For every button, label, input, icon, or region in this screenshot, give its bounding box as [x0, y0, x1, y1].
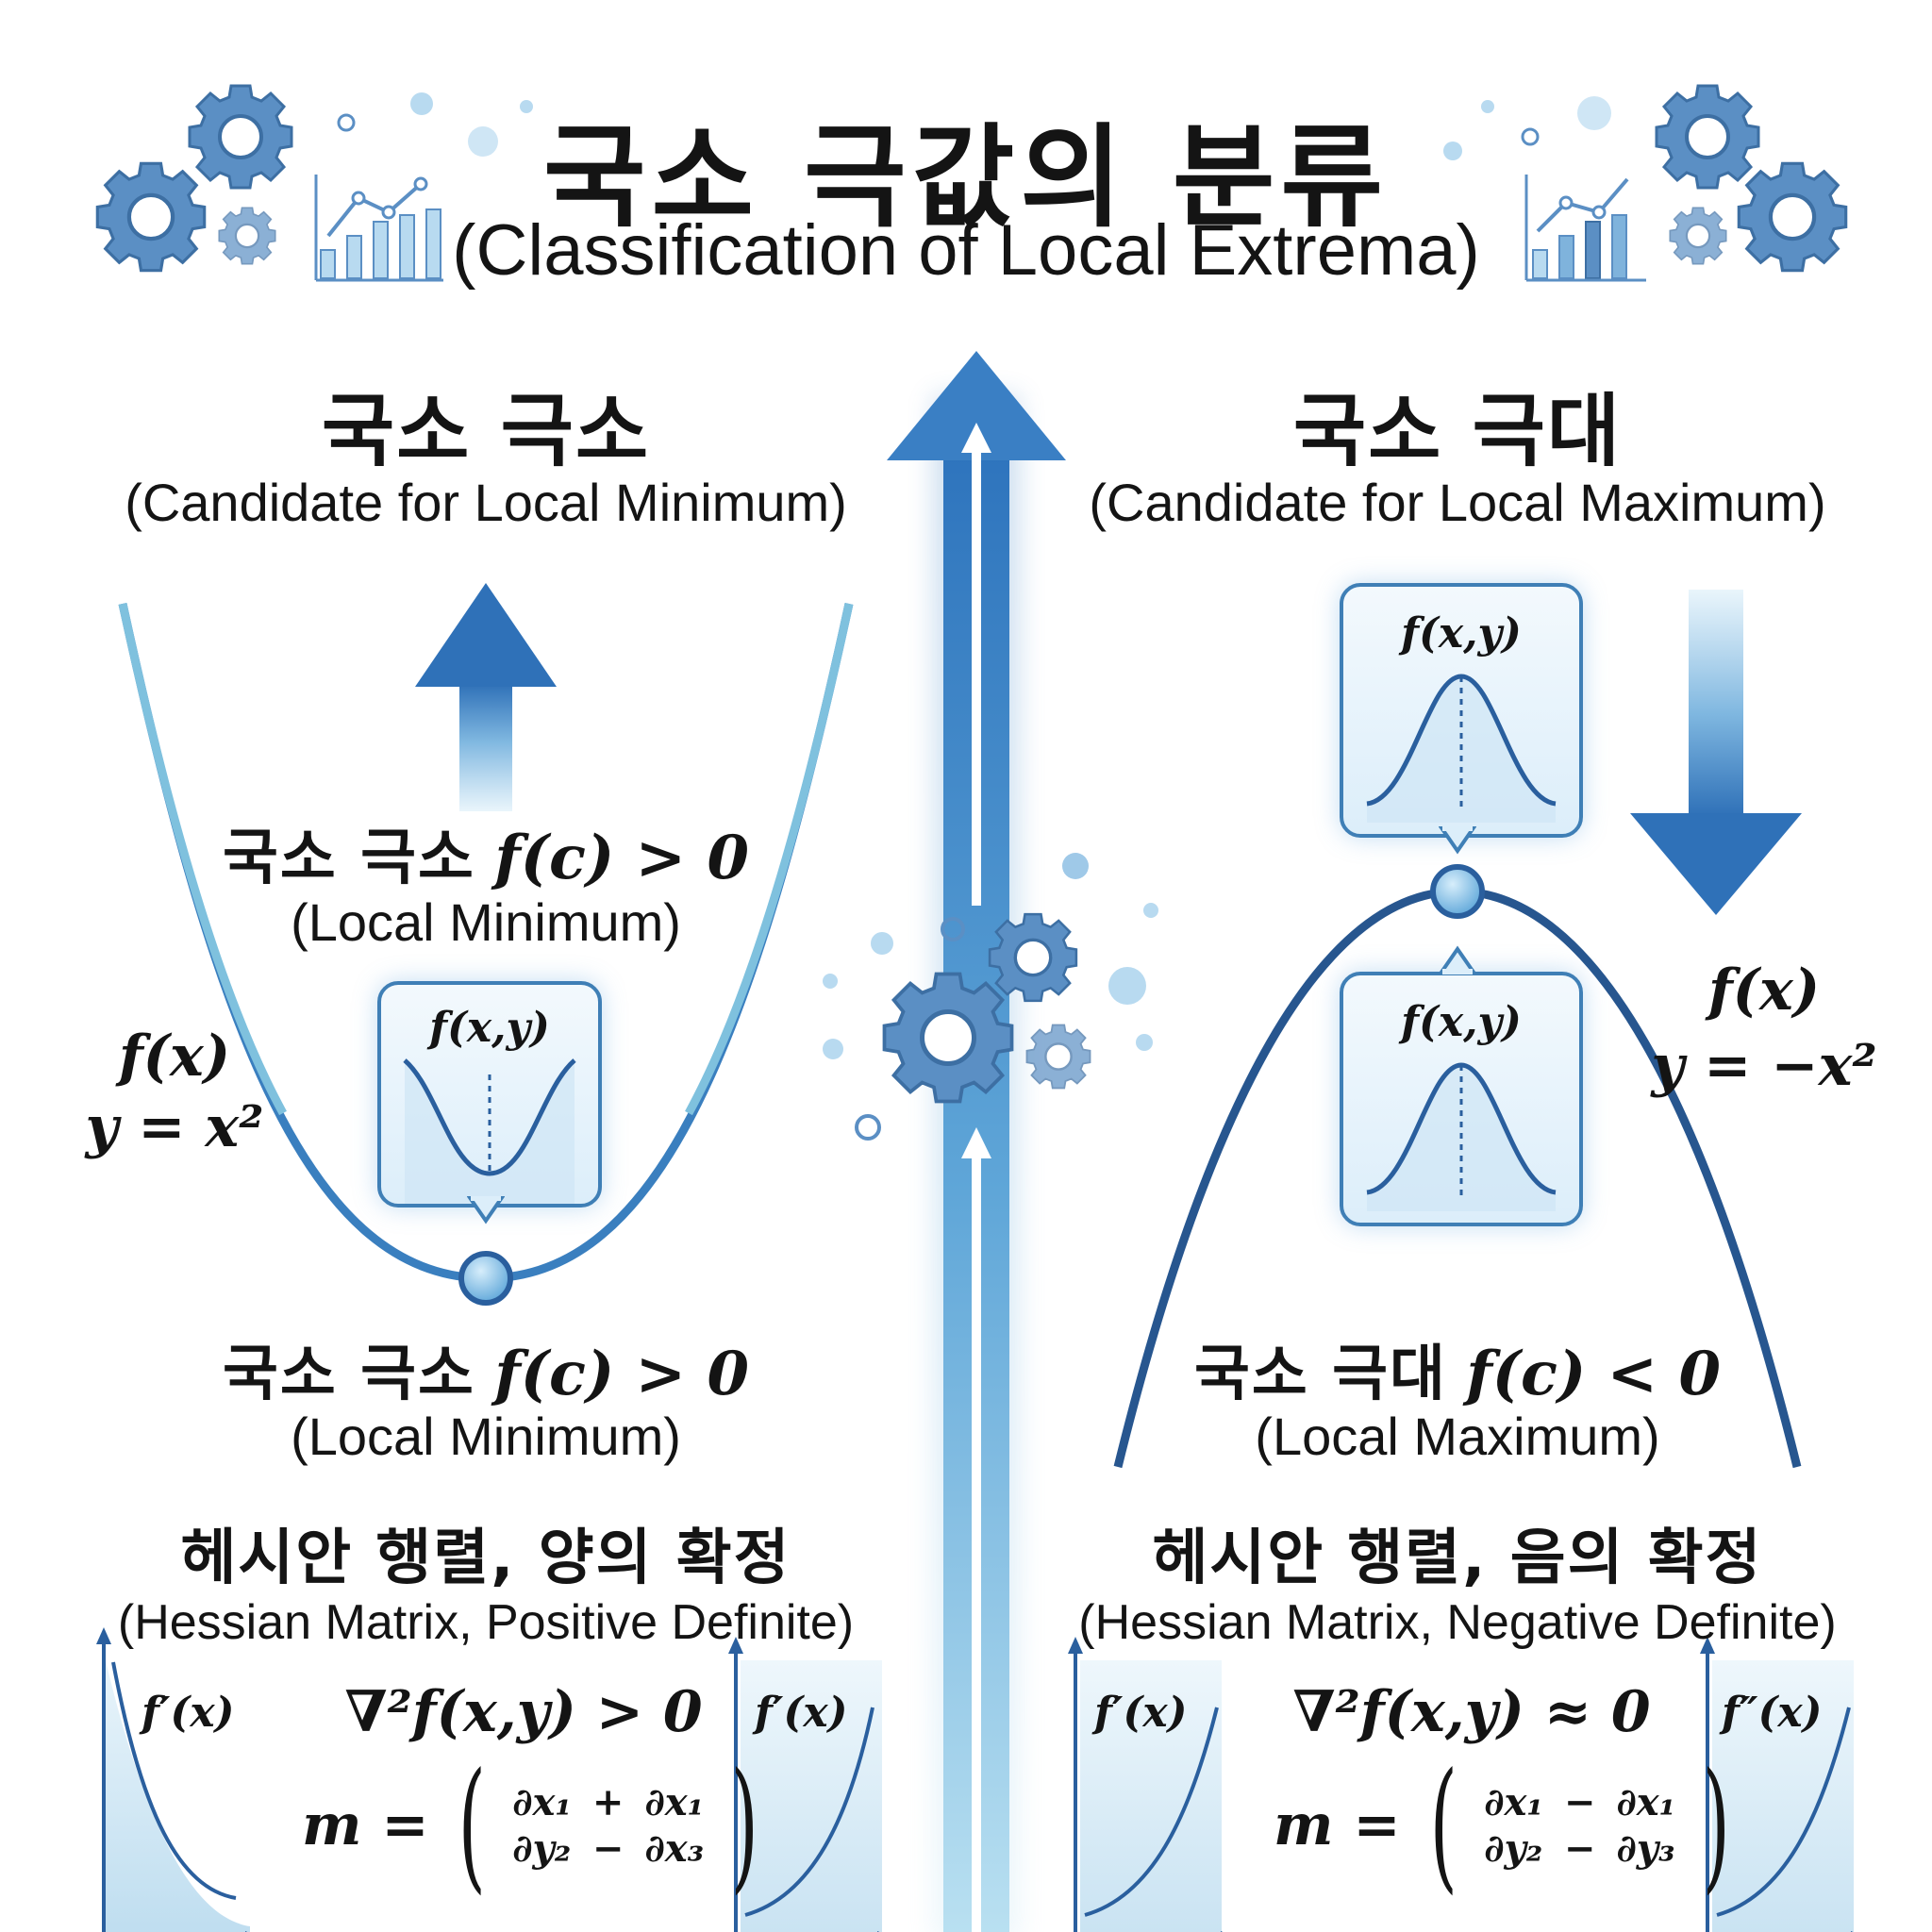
- mini-graph-left-1: [96, 1627, 250, 1932]
- right-mini-graph-label-1: f′(x): [1094, 1689, 1188, 1737]
- left-mini-graph-label-2: f′(x): [755, 1689, 848, 1737]
- right-function-card-top: f(x,y): [1340, 583, 1583, 838]
- right-matrix-r1c2: ∂x₁: [1616, 1780, 1676, 1824]
- mini-graph-right-1: [1068, 1637, 1224, 1932]
- top-left-gears-icon: [97, 84, 533, 271]
- top-right-bar-chart-icon: [1524, 175, 1646, 282]
- left-matrix-r1c2: ∂x₁: [644, 1780, 705, 1824]
- left-matrix-r1op: +: [591, 1780, 625, 1824]
- right-function-card-bottom: f(x,y): [1340, 972, 1583, 1226]
- left-function-label: f(x): [118, 1024, 231, 1090]
- right-equation: y = −x²: [1651, 1033, 1877, 1099]
- left-up-arrow-icon: [415, 583, 557, 811]
- right-matrix: m = ( ∂x₁ − ∂x₁ ∂y₂ − ∂y₃ ): [1274, 1755, 1744, 1896]
- right-nabla-condition: ∇²f(x,y) ≈ 0: [1292, 1679, 1651, 1745]
- left-heading: 국소 극소: [321, 385, 651, 477]
- left-upper-condition: 국소 극소 f(c) > 0: [223, 809, 749, 896]
- left-card-label: f(x,y): [429, 1004, 550, 1052]
- left-upper-condition-math: f(c) > 0: [494, 823, 749, 893]
- right-hessian-english: (Hessian Matrix, Negative Definite): [1078, 1595, 1837, 1650]
- right-matrix-r1c1: ∂x₁: [1484, 1780, 1543, 1824]
- left-matrix-m: m =: [302, 1792, 429, 1858]
- left-card-valley-graph: [403, 1058, 576, 1204]
- left-hessian-english: (Hessian Matrix, Positive Definite): [117, 1595, 855, 1650]
- right-card-bottom-pointer: [1439, 945, 1476, 975]
- left-lower-condition-math: f(c) > 0: [494, 1339, 749, 1409]
- top-right-gears-icon: [1443, 84, 1846, 271]
- right-matrix-open-bracket: (: [1429, 1743, 1457, 1907]
- right-lower-condition-math: f(c) < 0: [1466, 1339, 1721, 1409]
- right-heading: 국소 극대: [1292, 385, 1623, 477]
- right-matrix-m: m =: [1274, 1792, 1401, 1858]
- mini-graph-left-2: [728, 1637, 882, 1932]
- right-card-top-hill-graph: [1366, 674, 1557, 823]
- right-card-bottom-hill-graph: [1366, 1062, 1557, 1211]
- right-hessian-korean: 헤시안 행렬, 음의 확정: [1152, 1524, 1763, 1593]
- right-matrix-r2c1: ∂y₂: [1484, 1826, 1543, 1871]
- left-function-card: f(x,y): [377, 981, 602, 1208]
- right-lower-condition-korean: 국소 극대: [1194, 1340, 1447, 1409]
- left-equation: y = x²: [85, 1094, 264, 1160]
- right-lower-condition-english: (Local Maximum): [1255, 1407, 1660, 1466]
- left-matrix: m = ( ∂x₁ + ∂x₁ ∂y₂ − ∂x₃ ): [302, 1755, 773, 1896]
- left-lower-condition-korean: 국소 극소: [223, 1340, 475, 1409]
- left-matrix-r2c1: ∂y₂: [512, 1826, 572, 1871]
- left-hessian-korean: 헤시안 행렬, 양의 확정: [180, 1524, 791, 1593]
- left-card-pointer: [467, 1196, 505, 1224]
- right-lower-condition: 국소 극대 f(c) < 0: [1194, 1325, 1721, 1412]
- right-matrix-close-bracket: ): [1702, 1743, 1731, 1907]
- left-parabola-curve: [118, 603, 854, 1306]
- right-mini-graph-label-2: f″(x): [1722, 1689, 1823, 1737]
- right-matrix-r2op: −: [1563, 1826, 1596, 1871]
- left-matrix-r2c2: ∂x₃: [644, 1826, 705, 1871]
- left-matrix-close-bracket: ): [730, 1743, 759, 1907]
- mini-graph-right-2: [1700, 1637, 1854, 1932]
- right-heading-sub: (Candidate for Local Maximum): [1089, 473, 1826, 532]
- left-matrix-open-bracket: (: [458, 1743, 486, 1907]
- page-title: 국소 극값의 분류: [542, 112, 1390, 242]
- left-upper-condition-korean: 국소 극소: [223, 824, 475, 893]
- right-parabola-curve: [1113, 864, 1802, 1469]
- left-lower-condition: 국소 극소 f(c) > 0: [223, 1325, 749, 1412]
- right-matrix-r1op: −: [1563, 1780, 1596, 1824]
- right-card-top-label: f(x,y): [1401, 609, 1522, 658]
- right-card-top-pointer: [1439, 826, 1476, 855]
- central-up-arrow-icon: [887, 351, 1066, 1932]
- top-left-bar-chart-icon: [314, 175, 443, 282]
- right-down-arrow-icon: [1630, 590, 1802, 915]
- left-heading-sub: (Candidate for Local Minimum): [125, 473, 847, 532]
- right-card-bottom-label: f(x,y): [1401, 998, 1522, 1046]
- left-matrix-body: ∂x₁ + ∂x₁ ∂y₂ − ∂x₃: [499, 1780, 717, 1871]
- right-matrix-r2c2: ∂y₃: [1616, 1826, 1675, 1871]
- left-nabla-condition: ∇²f(x,y) > 0: [344, 1679, 703, 1745]
- right-function-label: f(x): [1707, 958, 1821, 1024]
- left-matrix-r1c1: ∂x₁: [512, 1780, 572, 1824]
- page-subtitle: (Classification of Local Extrema): [452, 210, 1480, 291]
- left-mini-graph-label-1: f′(x): [142, 1689, 235, 1737]
- right-matrix-body: ∂x₁ − ∂x₁ ∂y₂ − ∂y₃: [1471, 1780, 1689, 1871]
- center-gears-icon: [823, 853, 1158, 1141]
- left-matrix-r2op: −: [591, 1826, 625, 1871]
- left-upper-condition-english: (Local Minimum): [291, 892, 681, 952]
- left-lower-condition-english: (Local Minimum): [291, 1407, 681, 1466]
